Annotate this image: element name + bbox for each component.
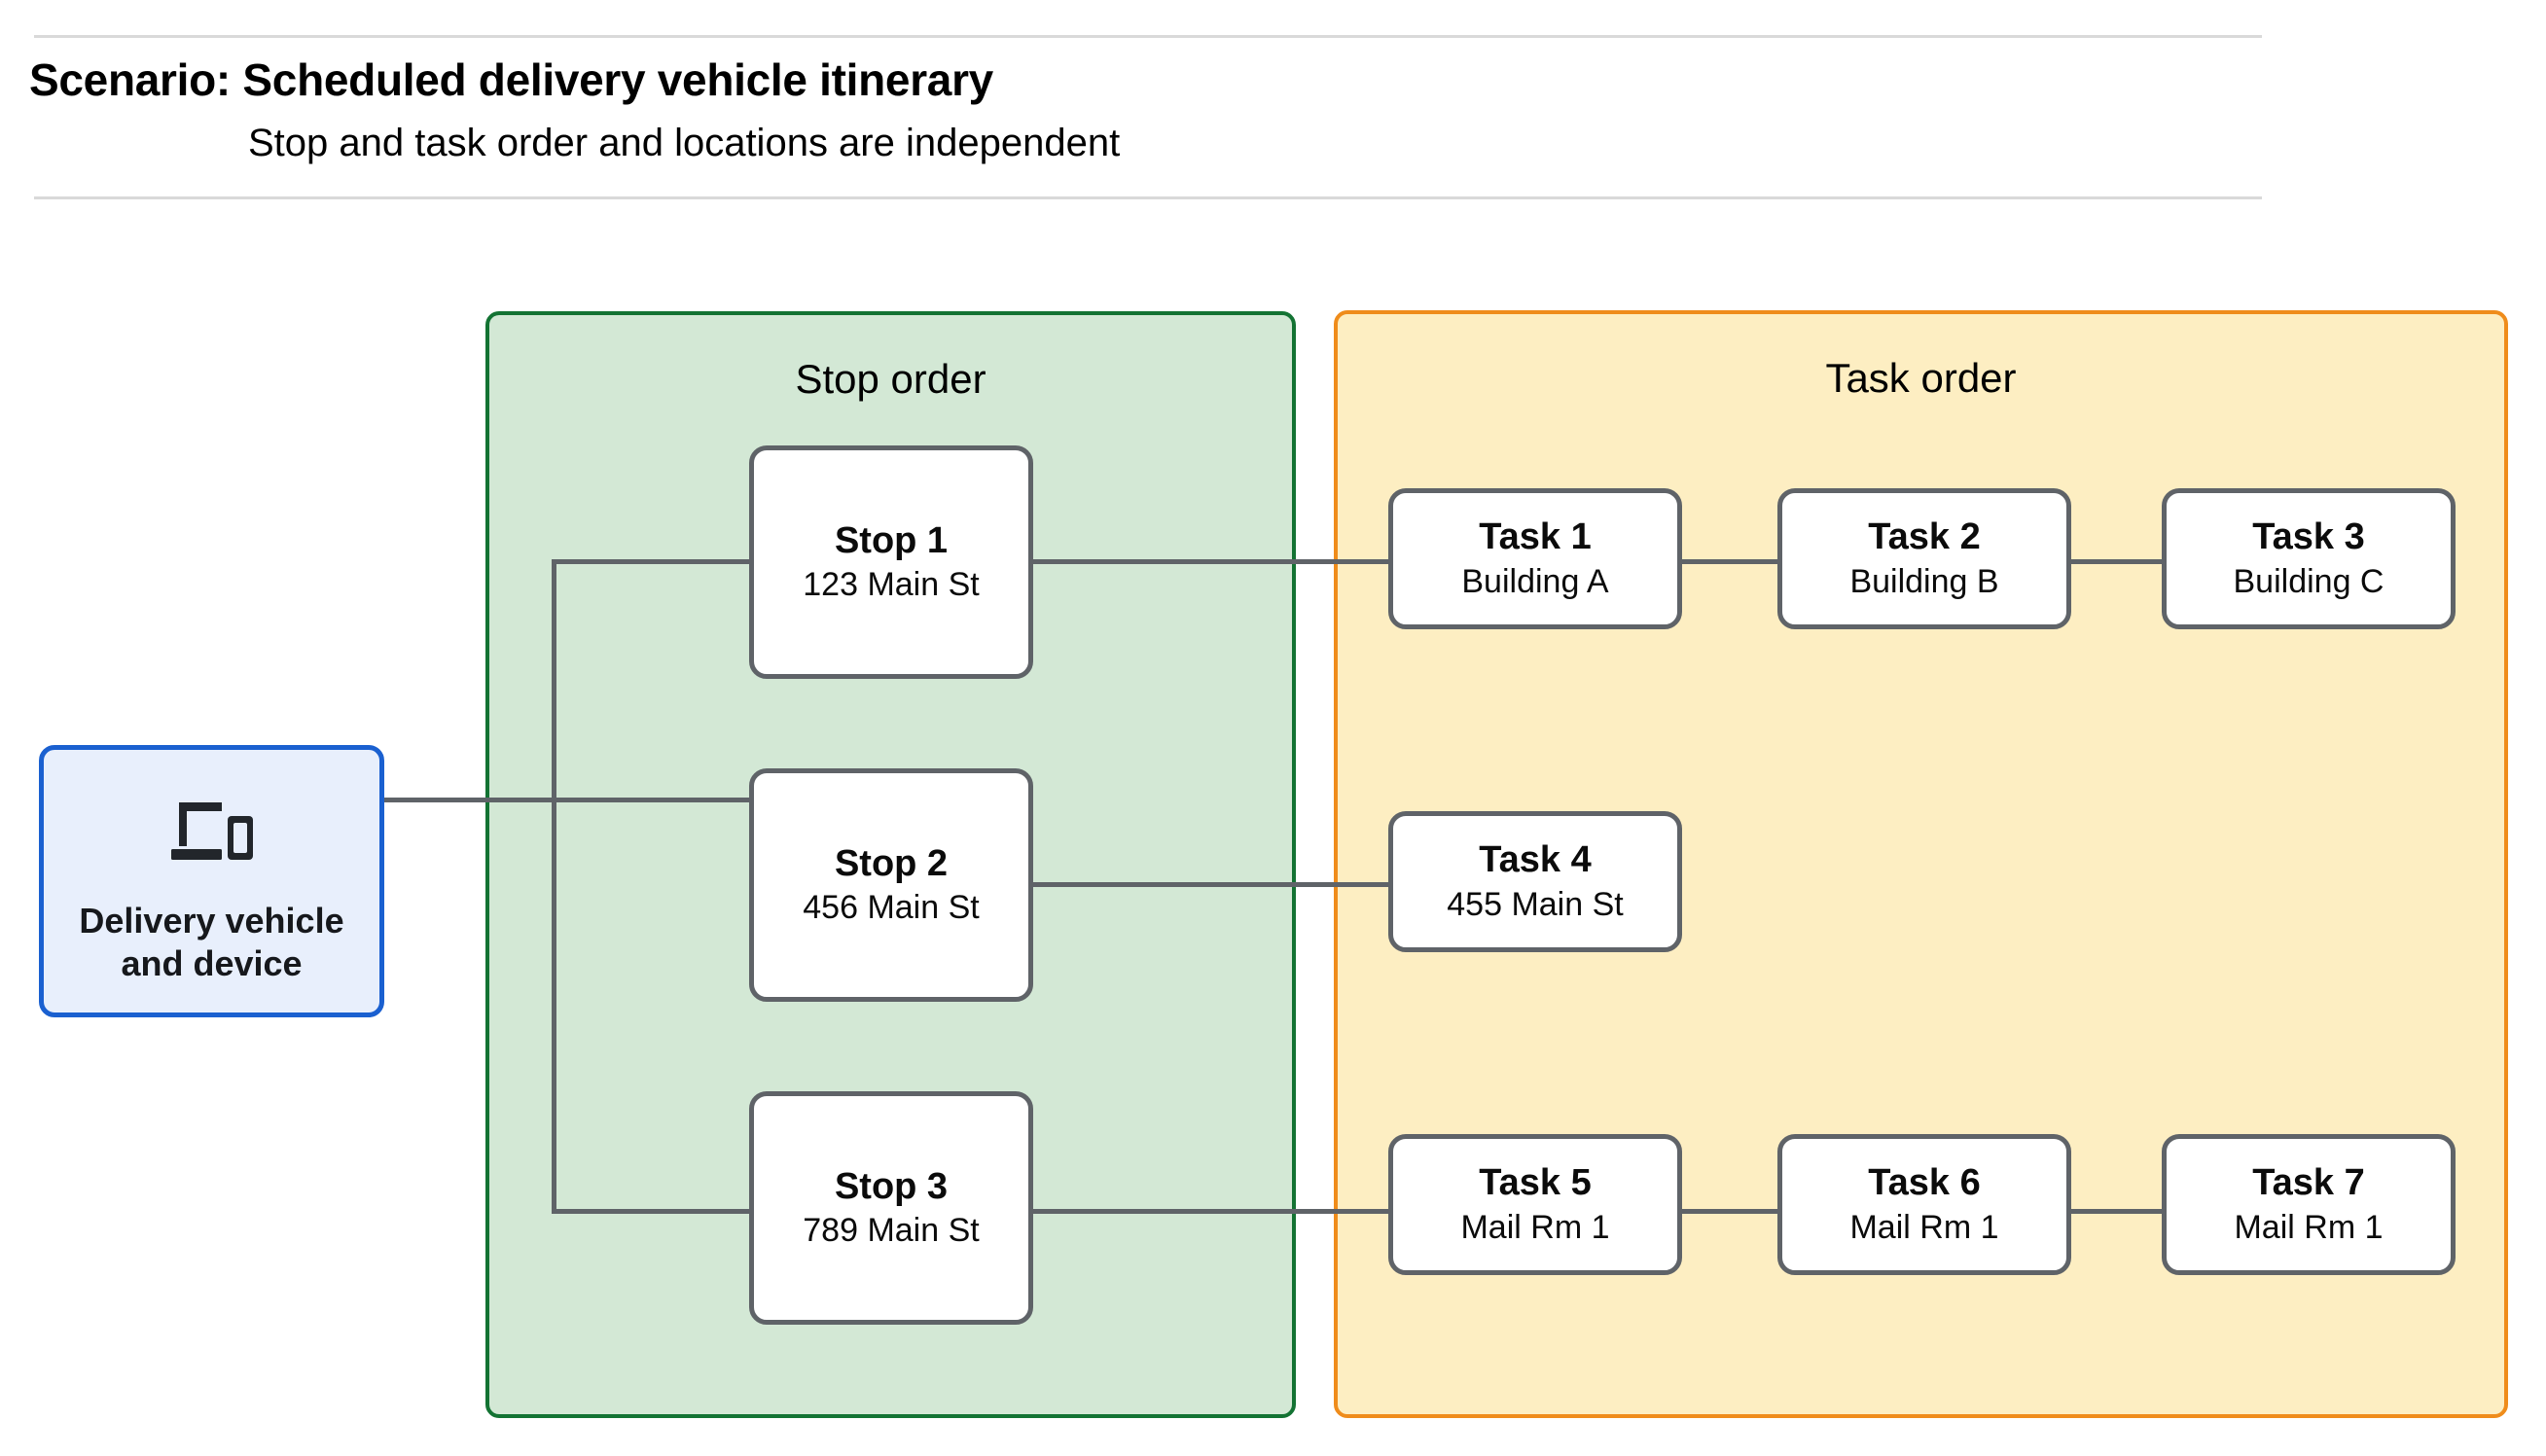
connector-task-5-to-task-6 (1677, 1209, 1782, 1214)
stop-node-title: Stop 3 (834, 1165, 949, 1207)
task-node-2[interactable]: Task 2 Building B (1777, 488, 2071, 629)
task-node-title: Task 1 (1479, 516, 1592, 558)
task-node-location: Mail Rm 1 (1849, 1208, 1999, 1246)
task-node-location: Building C (2233, 562, 2385, 600)
connector-task-6-to-task-7 (2066, 1209, 2167, 1214)
stop-node-location: 789 Main St (803, 1212, 980, 1250)
task-node-3[interactable]: Task 3 Building C (2162, 488, 2456, 629)
task-node-title: Task 6 (1868, 1162, 1981, 1204)
stop-node-title: Stop 1 (834, 519, 949, 561)
connector-trunk-to-stop-3 (552, 1209, 754, 1214)
task-node-4[interactable]: Task 4 455 Main St (1388, 811, 1682, 952)
task-node-6[interactable]: Task 6 Mail Rm 1 (1777, 1134, 2071, 1275)
task-node-title: Task 4 (1479, 839, 1592, 881)
stop-node-title: Stop 2 (834, 842, 949, 884)
stop-node-2[interactable]: Stop 2 456 Main St (749, 768, 1033, 1002)
task-node-location: 455 Main St (1447, 885, 1624, 923)
task-node-location: Mail Rm 1 (1460, 1208, 1610, 1246)
connector-stop-3-to-task-5 (1028, 1209, 1393, 1214)
header-divider-top (34, 35, 2262, 38)
connector-task-2-to-task-3 (2066, 559, 2167, 564)
header-divider-bottom (34, 196, 2262, 199)
connector-stop-1-to-task-1 (1028, 559, 1393, 564)
task-node-title: Task 3 (2252, 516, 2365, 558)
task-node-title: Task 2 (1868, 516, 1981, 558)
stop-node-3[interactable]: Stop 3 789 Main St (749, 1091, 1033, 1325)
task-node-7[interactable]: Task 7 Mail Rm 1 (2162, 1134, 2456, 1275)
connector-task-1-to-task-2 (1677, 559, 1782, 564)
delivery-vehicle-label-line1: Delivery vehicle (79, 901, 344, 941)
connector-trunk-vertical (552, 559, 556, 1214)
connector-stop-2-to-task-4 (1028, 882, 1393, 887)
connector-trunk-to-stop-2 (552, 798, 754, 802)
delivery-vehicle-node[interactable]: Delivery vehicle and device (39, 745, 384, 1017)
page-subtitle: Stop and task order and locations are in… (248, 122, 1121, 164)
task-node-title: Task 5 (1479, 1162, 1592, 1204)
task-node-location: Building B (1849, 562, 1999, 600)
task-node-1[interactable]: Task 1 Building A (1388, 488, 1682, 629)
page-title: Scenario: Scheduled delivery vehicle iti… (29, 54, 993, 105)
task-order-title: Task order (1825, 355, 2017, 401)
stop-order-title: Stop order (795, 356, 986, 402)
stop-node-location: 123 Main St (803, 566, 980, 604)
devices-icon (165, 795, 259, 867)
delivery-vehicle-label: Delivery vehicle and device (79, 900, 343, 985)
task-node-location: Building A (1461, 562, 1609, 600)
delivery-vehicle-label-line2: and device (121, 942, 303, 983)
task-node-5[interactable]: Task 5 Mail Rm 1 (1388, 1134, 1682, 1275)
stop-node-location: 456 Main St (803, 889, 980, 927)
stop-node-1[interactable]: Stop 1 123 Main St (749, 445, 1033, 679)
connector-trunk-to-stop-1 (552, 559, 754, 564)
task-node-title: Task 7 (2252, 1162, 2365, 1204)
connector-vehicle-to-trunk (384, 798, 555, 802)
task-node-location: Mail Rm 1 (2234, 1208, 2384, 1246)
